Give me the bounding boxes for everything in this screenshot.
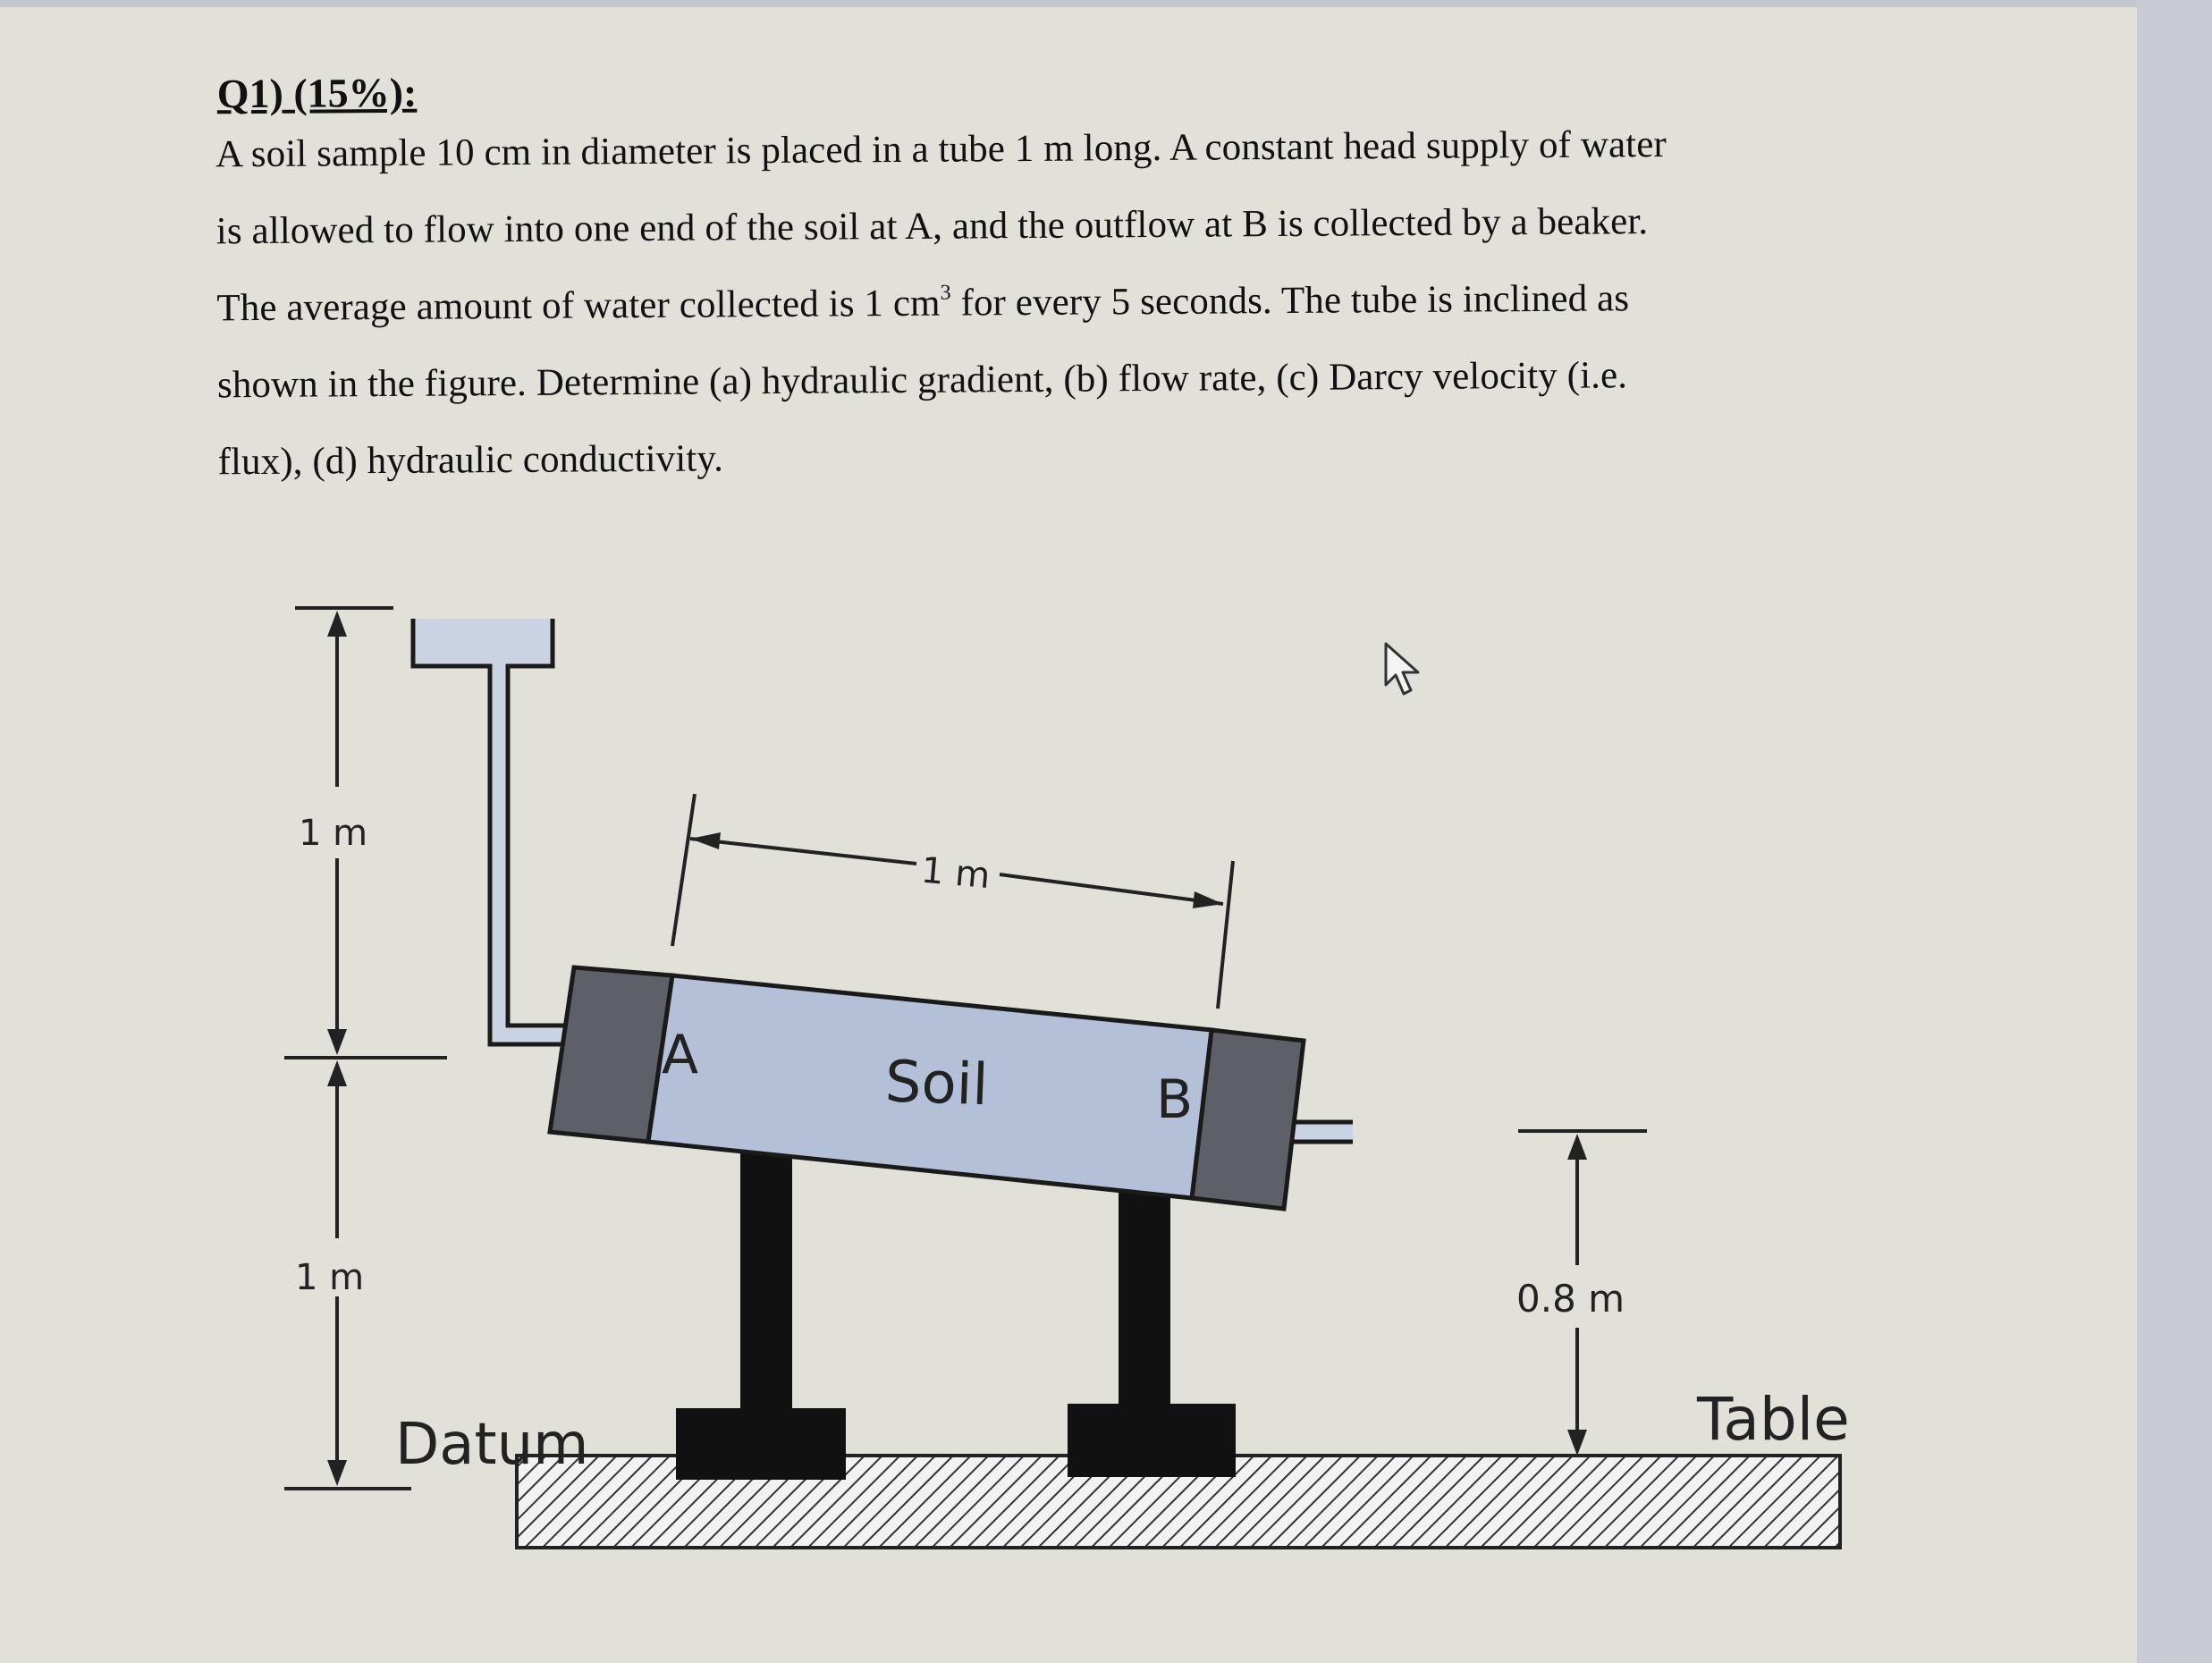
left-support [676, 1144, 846, 1480]
soil-sample [646, 973, 1214, 1201]
outlet-height-dimension [1518, 1129, 1647, 1456]
soil-tube [547, 965, 1306, 1211]
datum-label: Datum [395, 1412, 589, 1478]
mouse-pointer-icon [1384, 642, 1420, 696]
tube-length-label: 1 m [919, 850, 992, 898]
screen-top-edge [0, 0, 2212, 7]
point-b-label: B [1156, 1068, 1193, 1131]
constant-head-tank [410, 619, 639, 1047]
outlet-height-label: 0.8 m [1516, 1277, 1625, 1321]
table-label: Table [1696, 1385, 1850, 1454]
point-a-height-label: 1 m [295, 1257, 364, 1298]
screen-right-edge [2137, 0, 2212, 1663]
right-support [1068, 1180, 1236, 1477]
head-height-label: 1 m [299, 813, 367, 854]
point-a-label: A [662, 1024, 698, 1086]
soil-label: Soil [884, 1049, 990, 1119]
tube-length-dimension [671, 793, 1235, 1009]
height-dimension [284, 606, 447, 1490]
